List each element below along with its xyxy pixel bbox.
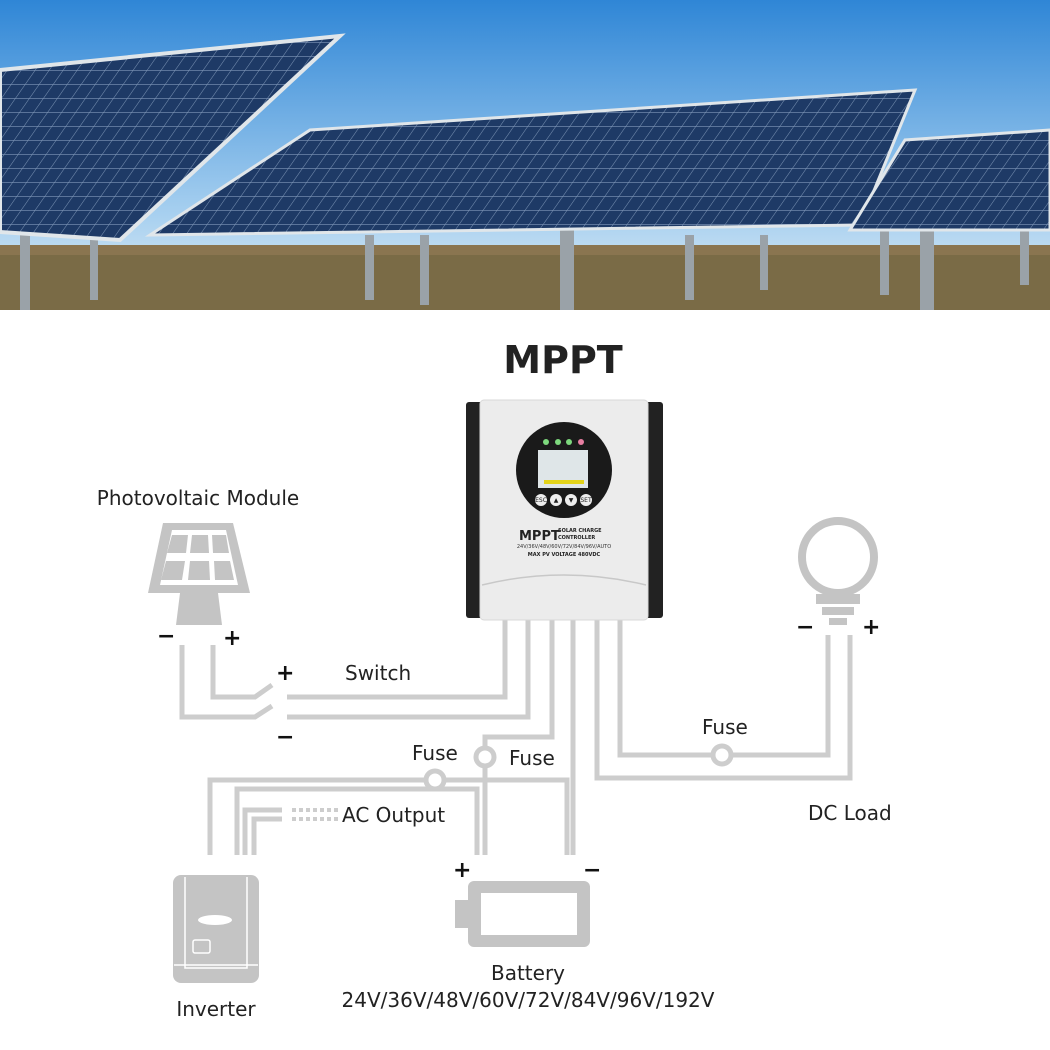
svg-text:+: +: [276, 661, 294, 686]
controller-brand: MPPT: [519, 529, 560, 544]
solar-farm-photo: [0, 0, 1050, 310]
down-button[interactable]: [565, 494, 577, 506]
svg-text:SOLAR CHARGE: SOLAR CHARGE: [558, 528, 602, 534]
svg-text:−: −: [583, 858, 601, 883]
svg-text:SET: SET: [580, 497, 592, 504]
fuse-icon: [473, 745, 497, 769]
svg-text:▼: ▼: [569, 497, 574, 504]
ac-output-label: AC Output: [342, 803, 445, 827]
svg-text:▲: ▲: [554, 497, 559, 504]
svg-text:+: +: [862, 615, 880, 640]
esc-button[interactable]: [535, 494, 547, 506]
dc-load-label: DC Load: [808, 801, 892, 825]
fuse-label: Fuse: [412, 741, 458, 765]
diagram-title: MPPT: [503, 338, 623, 382]
light-bulb-icon: [798, 517, 878, 625]
switch-label: Switch: [345, 661, 411, 685]
svg-text:+: +: [223, 626, 241, 651]
solar-panel-icon: [148, 523, 250, 625]
svg-text:MAX PV VOLTAGE 480VDC: MAX PV VOLTAGE 480VDC: [528, 552, 601, 558]
svg-text:+: +: [453, 858, 471, 883]
mppt-controller: ESC ▲ ▼ SET MPPT SOLAR CHARGE CONTROLLER…: [466, 399, 663, 621]
fuse-label: Fuse: [702, 715, 748, 739]
fuse-icon: [710, 743, 734, 767]
svg-text:ESC: ESC: [535, 497, 547, 504]
set-button[interactable]: [580, 494, 592, 506]
inverter-label: Inverter: [176, 997, 256, 1021]
svg-text:CONTROLLER: CONTROLLER: [558, 535, 595, 541]
wires: [179, 620, 853, 855]
svg-text:24V/36V/48V/60V/72V/84V/96V/AU: 24V/36V/48V/60V/72V/84V/96V/AUTO: [517, 544, 611, 550]
svg-text:−: −: [157, 624, 175, 649]
fuse-icon: [423, 768, 447, 792]
svg-text:−: −: [796, 615, 814, 640]
pv-module-label: Photovoltaic Module: [97, 486, 299, 510]
inverter-icon: [173, 875, 259, 983]
battery-voltages: 24V/36V/48V/60V/72V/84V/96V/192V: [342, 988, 715, 1012]
svg-text:−: −: [276, 725, 294, 750]
battery-icon: [455, 881, 590, 947]
battery-label: Battery: [491, 961, 565, 985]
fuse-label: Fuse: [509, 746, 555, 770]
up-button[interactable]: [550, 494, 562, 506]
